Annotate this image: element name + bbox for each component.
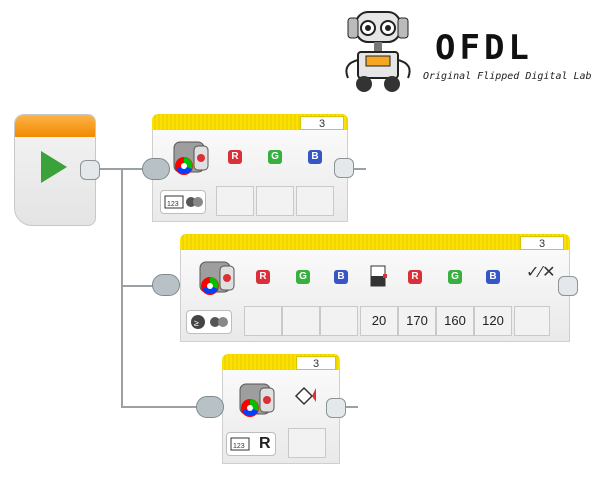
blue-output-label: B	[308, 150, 322, 164]
start-block[interactable]	[14, 114, 96, 226]
svg-text:123: 123	[167, 201, 179, 208]
measure-mode-icon[interactable]: 123 R	[226, 432, 276, 456]
compare-type-value: 20	[371, 313, 387, 328]
compare-type-icon	[370, 265, 387, 287]
color-sensor-icon	[239, 383, 275, 417]
blue-threshold-value: 120	[482, 313, 504, 328]
block-header	[180, 234, 570, 252]
port-selector[interactable]: 3	[520, 236, 564, 250]
start-block-header	[15, 115, 95, 137]
green-threshold-value: 160	[444, 313, 466, 328]
color-sensor-icon	[173, 141, 209, 175]
sequence-wire	[121, 285, 163, 287]
red-output-plug[interactable]	[216, 186, 254, 216]
color-output-icon	[294, 386, 316, 406]
green-output-plug[interactable]	[282, 306, 320, 336]
block-header	[152, 114, 348, 132]
color-sensor-rgb-block[interactable]: 3 123 R G B	[152, 114, 348, 222]
red-threshold-value: 170	[406, 313, 428, 328]
logo-subtitle: Original Flipped Digital Lab	[423, 71, 592, 82]
blue-output-label: B	[334, 270, 348, 284]
measure-mode-icon[interactable]: 123	[160, 190, 206, 214]
sequence-wire	[348, 168, 366, 170]
branch-wire	[121, 168, 123, 408]
svg-text:≥: ≥	[194, 318, 199, 328]
blue-output-plug[interactable]	[296, 186, 334, 216]
sequence-wire	[340, 406, 358, 408]
sequence-input-port[interactable]	[142, 158, 170, 180]
port-selector[interactable]: 3	[300, 116, 344, 130]
start-output-port[interactable]	[80, 160, 100, 180]
color-sensor-icon	[199, 261, 235, 295]
green-output-plug[interactable]	[256, 186, 294, 216]
compare-mode-icon[interactable]: ≥	[186, 310, 232, 334]
blue-output-plug[interactable]	[320, 306, 358, 336]
compare-result-plug[interactable]	[514, 306, 550, 336]
compare-type-input[interactable]: 20	[360, 306, 398, 336]
red-output-label: R	[228, 150, 242, 164]
robot-mascot-icon	[345, 11, 411, 92]
red-output-plug[interactable]	[244, 306, 282, 336]
sequence-input-port[interactable]	[152, 274, 180, 296]
blue-threshold-input[interactable]: 120	[474, 306, 512, 336]
sequence-output-port[interactable]	[558, 276, 578, 296]
color-sensor-compare-block[interactable]: 3 ≥ R G B R G B ✓⁄✕ 20 170 160 12	[180, 234, 570, 342]
blue-threshold-label: B	[486, 270, 500, 284]
svg-text:123: 123	[233, 443, 245, 450]
red-threshold-label: R	[408, 270, 422, 284]
sequence-output-port[interactable]	[326, 398, 346, 418]
color-output-plug[interactable]	[288, 428, 326, 458]
compare-result-icon: ✓⁄✕	[526, 264, 556, 281]
red-output-label: R	[256, 270, 270, 284]
green-output-label: G	[268, 150, 282, 164]
red-threshold-input[interactable]: 170	[398, 306, 436, 336]
port-selector[interactable]: 3	[296, 356, 336, 370]
sequence-output-port[interactable]	[334, 158, 354, 178]
color-sensor-color-block[interactable]: 3 123 R	[222, 354, 340, 464]
mode-letter: R	[259, 435, 271, 452]
play-icon[interactable]	[41, 151, 67, 183]
green-threshold-label: G	[448, 270, 462, 284]
sequence-wire	[96, 168, 156, 170]
logo-title: OFDL	[435, 28, 533, 68]
sequence-wire	[121, 406, 201, 408]
green-threshold-input[interactable]: 160	[436, 306, 474, 336]
green-output-label: G	[296, 270, 310, 284]
sequence-input-port[interactable]	[196, 396, 224, 418]
